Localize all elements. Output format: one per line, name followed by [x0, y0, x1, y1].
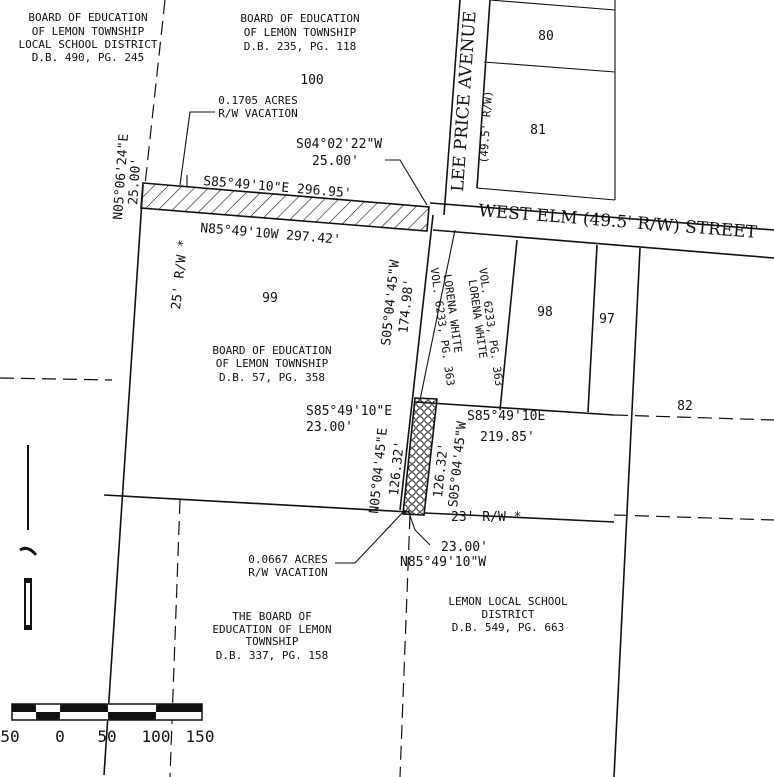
vacation-north-label: 0.1705 ACRES R/W VACATION [218, 94, 297, 120]
svg-text:BOARD OF EDUCATION: BOARD OF EDUCATION [28, 11, 147, 24]
bearing-north-bottom: N85°49'10W 297.42' [200, 221, 342, 248]
vacation-south-label: 0.0667 ACRES R/W VACATION [248, 553, 327, 579]
north-vacation-strip [140, 182, 430, 232]
svg-text:0: 0 [55, 727, 65, 746]
svg-text:D.B. 490, PG. 245: D.B. 490, PG. 245 [32, 51, 145, 64]
svg-text:LEMON LOCAL SCHOOL: LEMON LOCAL SCHOOL [448, 595, 568, 608]
bearing-west-side: N05°06'24"E 25.00' [111, 133, 144, 220]
svg-text:OF LEMON TOWNSHIP: OF LEMON TOWNSHIP [244, 26, 357, 39]
svg-text:25.00': 25.00' [126, 157, 144, 205]
owner-se: LEMON LOCAL SCHOOL DISTRICT D.B. 549, PG… [448, 595, 568, 634]
svg-text:TOWNSHIP: TOWNSHIP [246, 635, 299, 648]
svg-text:100: 100 [142, 727, 171, 746]
svg-text:219.85': 219.85' [480, 430, 535, 445]
svg-text:THE BOARD OF: THE BOARD OF [232, 610, 311, 623]
lot-82: 82 [677, 399, 693, 414]
svg-text:D.B. 337, PG. 158: D.B. 337, PG. 158 [216, 649, 329, 662]
svg-text:N85°49'10"W: N85°49'10"W [400, 555, 486, 570]
svg-text:D.B. 235, PG. 118: D.B. 235, PG. 118 [244, 40, 357, 53]
svg-text:126.32': 126.32' [387, 440, 408, 496]
lot-80: 80 [538, 29, 554, 44]
svg-text:S85°49'10E: S85°49'10E [467, 409, 545, 424]
owner-center: BOARD OF EDUCATION OF LEMON TOWNSHIP D.B… [212, 344, 331, 384]
owner-n: BOARD OF EDUCATION OF LEMON TOWNSHIP D.B… [240, 12, 359, 53]
lot-99: 99 [262, 291, 278, 306]
svg-text:S85°49'10"E: S85°49'10"E [306, 404, 392, 419]
svg-text:50: 50 [97, 727, 116, 746]
svg-text:DISTRICT: DISTRICT [482, 608, 535, 621]
svg-text:R/W VACATION: R/W VACATION [248, 566, 327, 579]
svg-text:174.98': 174.98' [396, 278, 417, 334]
bearing-center-east: S05°04'45"W 174.98' [379, 259, 417, 346]
svg-text:D.B. 57, PG. 358: D.B. 57, PG. 358 [219, 371, 325, 384]
rw-south-label: 23' R/W * [451, 510, 521, 525]
svg-text:LOCAL SCHOOL DISTRICT: LOCAL SCHOOL DISTRICT [18, 38, 157, 51]
svg-text:S05°04'45"W: S05°04'45"W [446, 421, 470, 508]
svg-text:25.00': 25.00' [312, 154, 359, 169]
bearing-south-top: S85°49'10"E 23.00' [306, 404, 392, 435]
svg-text:S04°02'22"W: S04°02'22"W [296, 137, 382, 152]
bearing-east-side: S04°02'22"W 25.00' [296, 137, 382, 169]
svg-text:0.0667 ACRES: 0.0667 ACRES [248, 553, 327, 566]
lot-98: 98 [537, 305, 553, 320]
bearing-south-bottom: 23.00' N85°49'10"W [400, 540, 488, 570]
svg-text:N05°06'24"E: N05°06'24"E [111, 133, 132, 220]
lot-81: 81 [530, 123, 546, 138]
svg-text:23.00': 23.00' [306, 420, 353, 435]
lot-100: 100 [300, 73, 323, 88]
north-arrow-icon [19, 445, 38, 630]
svg-text:23.00': 23.00' [441, 540, 488, 555]
svg-text:50: 50 [0, 727, 19, 746]
owner-lorena-2: LORENA WHITE VOL. 6233, PG. 363 [466, 267, 506, 387]
svg-text:D.B. 549, PG. 663: D.B. 549, PG. 663 [452, 621, 565, 634]
leader-lines [179, 111, 431, 564]
svg-text:N05°04'45"E: N05°04'45"E [367, 427, 391, 514]
owner-sw: THE BOARD OF EDUCATION OF LEMON TOWNSHIP… [212, 610, 331, 662]
south-vacation-strip [402, 397, 438, 516]
svg-text:EDUCATION OF LEMON: EDUCATION OF LEMON [212, 623, 331, 636]
bearing-south-west: N05°04'45"E 126.32' [367, 427, 408, 514]
bearing-south-east: 126.32' S05°04'45"W [431, 421, 470, 508]
svg-text:OF LEMON TOWNSHIP: OF LEMON TOWNSHIP [32, 25, 145, 38]
svg-text:BOARD OF EDUCATION: BOARD OF EDUCATION [212, 344, 331, 357]
owner-lorena-1: VOL. 6233, PG. 363 LORENA WHITE [428, 267, 465, 387]
svg-text:BOARD OF EDUCATION: BOARD OF EDUCATION [240, 12, 359, 25]
svg-text:OF LEMON TOWNSHIP: OF LEMON TOWNSHIP [216, 357, 329, 370]
svg-text:(49.5' R/W): (49.5' R/W) [477, 90, 495, 164]
svg-text:R/W VACATION: R/W VACATION [218, 107, 297, 120]
bearing-east-line: S85°49'10E 219.85' [467, 409, 545, 445]
svg-text:126.32': 126.32' [431, 442, 452, 498]
scale-bar-labels: 50 0 50 100 150 [0, 727, 214, 746]
street-lee-price: LEE PRICE AVENUE (49.5' R/W) [448, 10, 495, 192]
owner-nw: BOARD OF EDUCATION OF LEMON TOWNSHIP LOC… [18, 11, 157, 64]
scale-bar [11, 703, 203, 721]
svg-text:0.1705 ACRES: 0.1705 ACRES [218, 94, 297, 107]
lot-97: 97 [599, 312, 615, 327]
svg-text:150: 150 [186, 727, 215, 746]
rw-west-label: 25' R/W * [169, 239, 191, 311]
